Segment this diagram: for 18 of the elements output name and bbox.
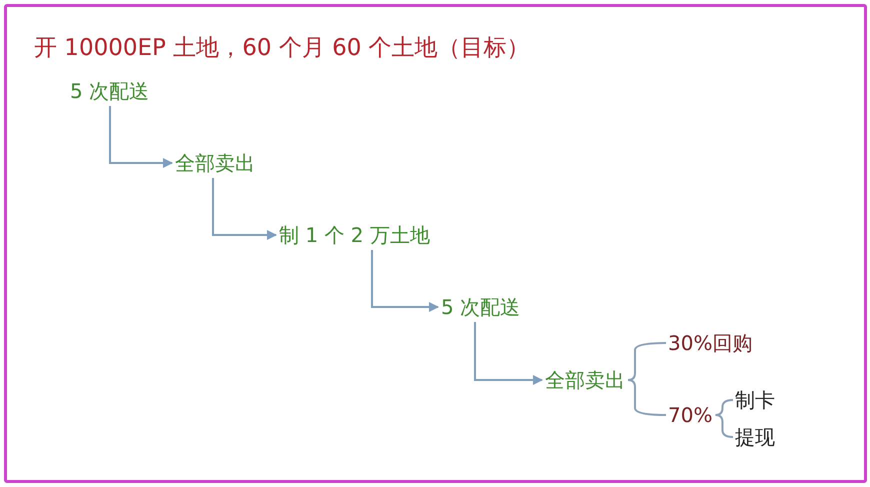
node-label: 制 1 个 2 万土地 bbox=[279, 222, 430, 248]
node-label: 制卡 bbox=[735, 387, 775, 413]
node-label: 全部卖出 bbox=[545, 367, 625, 393]
arrow bbox=[109, 106, 173, 168]
arrow bbox=[212, 178, 277, 240]
arrow bbox=[371, 250, 439, 312]
title: 开 10000EP 土地，60 个月 60 个土地（目标） bbox=[34, 34, 530, 63]
brace bbox=[715, 414, 734, 438]
node-label: 5 次配送 bbox=[441, 294, 520, 320]
node-label: 全部卖出 bbox=[175, 150, 255, 176]
node-label: 30%回购 bbox=[668, 330, 752, 356]
node-label: 70% bbox=[668, 402, 712, 428]
brace bbox=[628, 379, 666, 416]
node-label: 5 次配送 bbox=[70, 78, 150, 104]
node-label: 提现 bbox=[735, 424, 775, 450]
arrow bbox=[474, 322, 543, 385]
brace bbox=[715, 399, 734, 416]
brace bbox=[628, 342, 666, 381]
